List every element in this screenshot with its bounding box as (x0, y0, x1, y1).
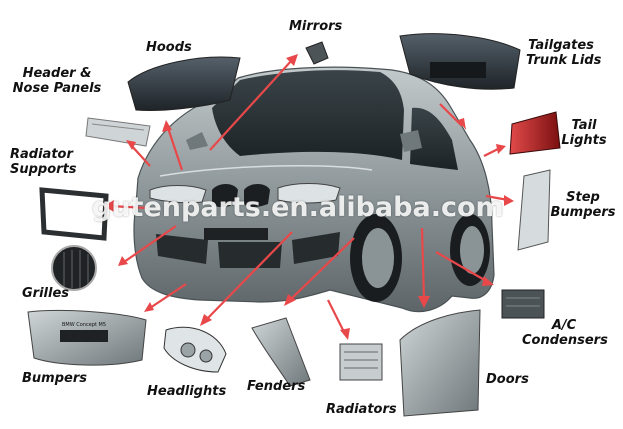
label-tailgates-line1: Tailgates (528, 38, 594, 53)
label-tail-lights-line2: Lights (561, 133, 607, 148)
grille-part (51, 245, 97, 291)
arrow-ac-condenser (435, 251, 489, 283)
step-bumper-part (517, 169, 551, 251)
label-radiator-supports-line1: Radiator (10, 147, 73, 162)
label-mirrors: Mirrors (289, 19, 343, 34)
tail-light-part (509, 111, 561, 155)
label-step-bumpers-line2: Bumpers (550, 205, 616, 220)
label-doors: Doors (486, 372, 529, 387)
arrow-hood (166, 127, 184, 171)
arrow-tailgate (439, 103, 463, 127)
arrow-mirror (209, 59, 293, 151)
label-tail-lights: Tail Lights (560, 118, 608, 148)
arrow-door (420, 227, 426, 301)
fender-part (251, 317, 311, 387)
arrowhead-radiator-support (104, 200, 114, 212)
mirror-part (305, 41, 329, 65)
label-ac-condensers-line2: Condensers (522, 333, 608, 348)
headlight-part (163, 326, 227, 373)
label-bumpers: Bumpers (22, 371, 87, 386)
trunk-lid-part (399, 33, 521, 90)
arrow-radiator (327, 299, 345, 333)
arrowhead-grille (118, 256, 128, 266)
radiator-part (339, 343, 383, 381)
label-tailgates-line2: Trunk Lids (526, 53, 602, 68)
arrow-bumper (149, 283, 187, 309)
arrowhead-ac-condenser (482, 276, 494, 286)
arrowhead-hood (162, 120, 172, 132)
bumper-tag: BMW Concept M5 (62, 322, 106, 328)
label-ac-condensers-line1: A/C (551, 318, 577, 333)
label-grilles: Grilles (22, 286, 70, 301)
label-header-nose-panels: Header & Nose Panels (12, 66, 102, 96)
hood-part (127, 56, 241, 111)
label-ac-condensers: A/C Condensers (522, 318, 608, 348)
arrowhead-mirror (286, 54, 298, 66)
bumper-part: BMW Concept M5 (27, 309, 147, 366)
label-hoods: Hoods (146, 40, 192, 55)
arrowhead-bumper (144, 302, 154, 312)
label-radiator-supports-line2: Supports (10, 162, 77, 177)
radiator-support-part (39, 187, 109, 241)
arrowhead-tail-light (496, 144, 506, 154)
arrow-header (129, 143, 151, 167)
label-header-line1: Header & (22, 66, 92, 81)
label-radiators: Radiators (326, 402, 397, 417)
label-fenders: Fenders (247, 379, 306, 394)
label-header-line2: Nose Panels (12, 81, 102, 96)
arrow-radiator-support (109, 204, 147, 210)
arrowhead-headlight (200, 314, 212, 326)
watermark: gutenparts.en.alibaba.com (92, 192, 504, 223)
label-tail-lights-line1: Tail (571, 118, 597, 133)
arrowhead-radiator (340, 328, 350, 340)
arrowhead-fender (284, 294, 296, 306)
label-step-bumpers: Step Bumpers (550, 190, 616, 220)
arrow-headlight (205, 231, 293, 321)
arrow-fender (289, 237, 355, 301)
arrow-grille (123, 225, 177, 263)
ac-condenser-part (501, 289, 545, 319)
arrowhead-header (126, 140, 136, 150)
arrowhead-door (418, 296, 430, 308)
car (133, 66, 495, 313)
car-kidney-grille (212, 184, 270, 207)
label-tailgates-trunk-lids: Tailgates Trunk Lids (526, 38, 602, 68)
label-headlights: Headlights (147, 384, 227, 399)
arrowhead-tailgate (458, 118, 466, 130)
arrowhead-step-bumper (504, 195, 514, 206)
header-panel-part (85, 117, 151, 147)
label-radiator-supports: Radiator Supports (10, 147, 77, 177)
door-part (399, 309, 481, 417)
pointer-arrows (104, 54, 514, 340)
label-step-bumpers-line1: Step (566, 190, 600, 205)
